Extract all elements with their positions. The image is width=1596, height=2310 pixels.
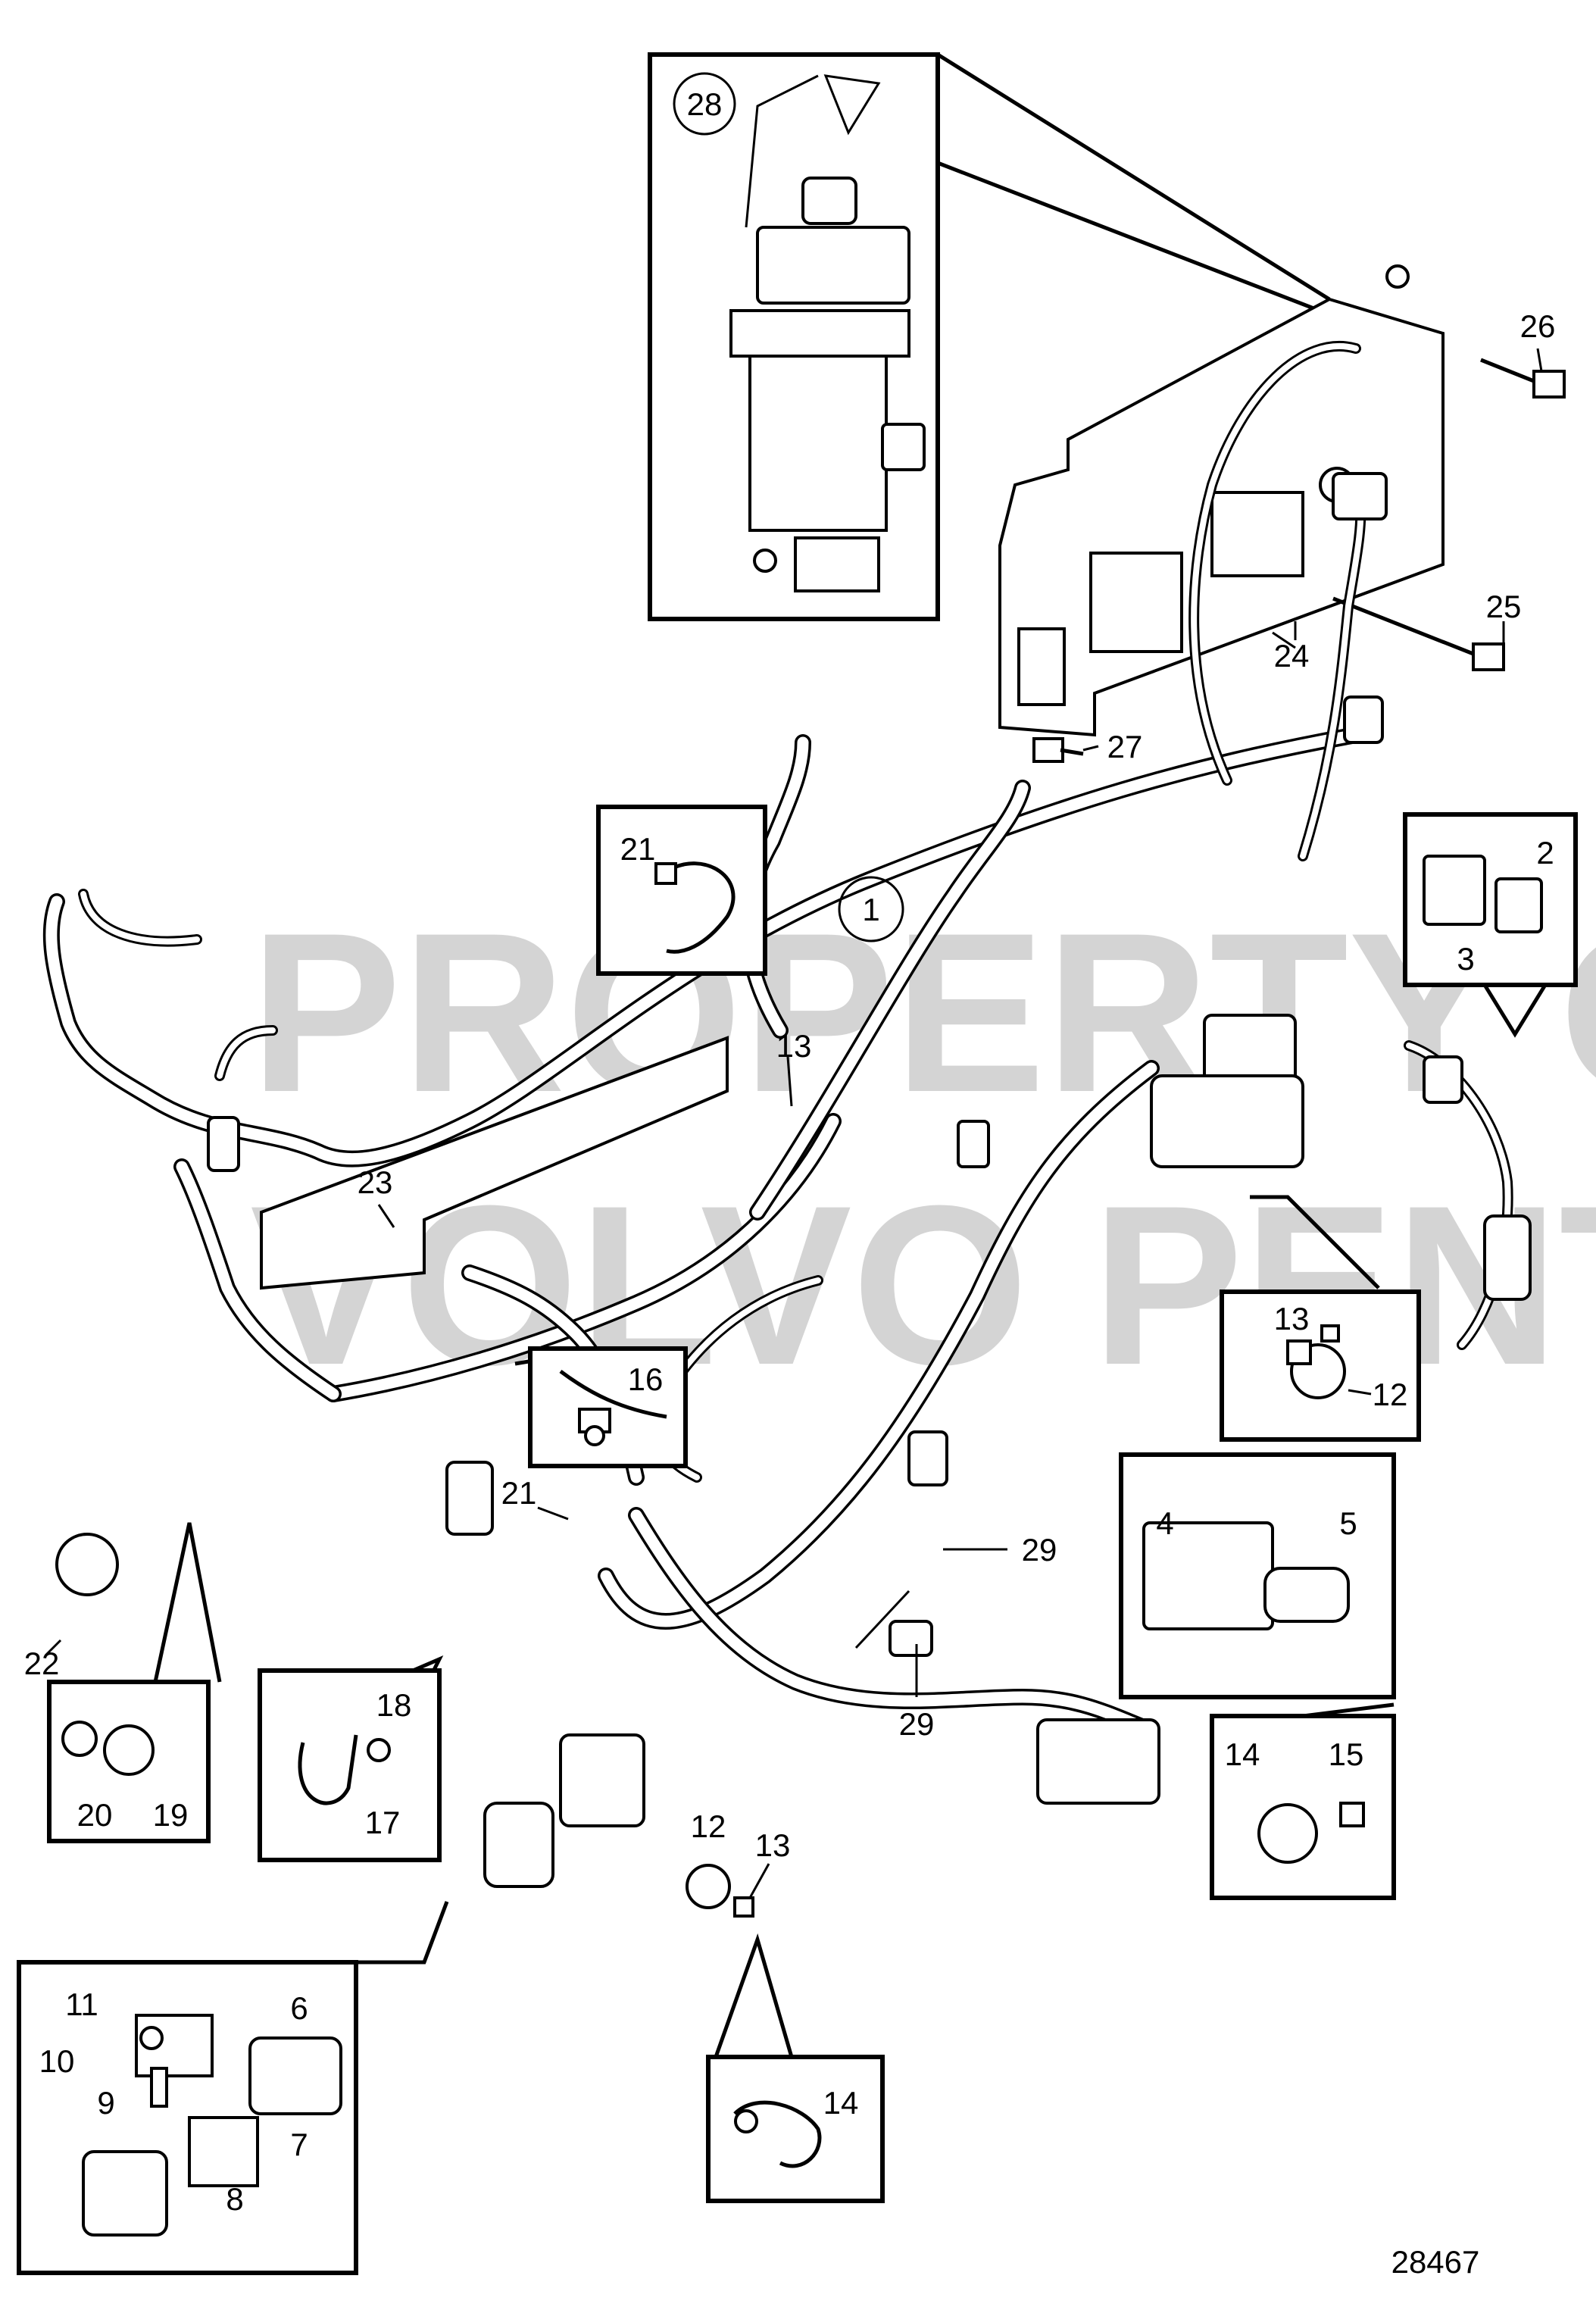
detail-box-item-14-bottom: 14	[706, 1933, 885, 2203]
callout-27: 27	[1107, 729, 1143, 764]
detail-box-item-16: 16	[514, 1346, 688, 1468]
callout-8: 8	[226, 2181, 243, 2217]
callout-12-lower: 12	[691, 1808, 726, 1844]
callout-29-lower: 29	[899, 1706, 935, 1742]
clip-connector	[445, 1461, 494, 1536]
callout-26: 26	[1520, 308, 1556, 344]
inline-connector	[1483, 1214, 1532, 1301]
callout-7: 7	[290, 2127, 308, 2162]
callout-4: 4	[1156, 1505, 1173, 1541]
plug-connector	[1423, 1055, 1463, 1104]
callout-21-top: 21	[620, 831, 656, 867]
callout-25: 25	[1486, 589, 1522, 624]
drawing-number: 28467	[1391, 2244, 1480, 2280]
detail-box-items-14-15: 14 15	[1210, 1702, 1396, 1900]
screw-25	[1332, 596, 1505, 671]
sensor-connector	[1343, 696, 1384, 744]
fuse-holder	[1150, 1074, 1304, 1168]
callout-5: 5	[1339, 1505, 1357, 1541]
detail-box-item-21-top: 21	[596, 805, 767, 976]
callout-24: 24	[1274, 638, 1310, 674]
callout-10: 10	[39, 2043, 75, 2079]
cable-tie-22	[55, 1533, 119, 1596]
callout-28: 28	[687, 86, 723, 122]
callout-29-upper: 29	[1022, 1532, 1057, 1568]
detail-box-items-12-13: 13 12	[1220, 1195, 1421, 1442]
callout-circle-1	[838, 876, 904, 942]
screw-26	[1480, 358, 1566, 399]
callout-18: 18	[376, 1687, 412, 1723]
junction-block	[559, 1733, 645, 1827]
main-wiring-harness	[42, 340, 1513, 1736]
sleeve-29-upper	[907, 1430, 948, 1486]
connector-block	[1203, 1014, 1297, 1085]
callout-22: 22	[24, 1646, 60, 1681]
callout-13-top: 13	[776, 1028, 812, 1064]
detail-box-items-4-5: 4 5	[1119, 1452, 1396, 1699]
callout-12-right: 12	[1373, 1377, 1408, 1412]
callout-16: 16	[628, 1361, 664, 1397]
callout-2: 2	[1536, 835, 1554, 871]
watermark-line-1: PROPERTY OF	[250, 885, 1596, 1139]
callout-11: 11	[65, 1986, 98, 2022]
callout-circle-28	[673, 72, 736, 136]
sleeve-29-lower	[889, 1620, 933, 1657]
callout-23: 23	[358, 1164, 393, 1200]
callout-9: 9	[97, 2085, 114, 2121]
callout-19: 19	[153, 1797, 189, 1833]
harness-plug	[957, 1120, 990, 1168]
relay-connector	[1332, 472, 1388, 520]
callout-14-bottom: 14	[823, 2085, 859, 2121]
detail-box-items-19-20: 20 19	[47, 1522, 222, 1843]
detail-box-item-28: 28	[648, 52, 1331, 621]
relay-cover	[483, 1802, 554, 1888]
callout-13-lower: 13	[755, 1827, 791, 1863]
callout-3: 3	[1457, 941, 1474, 977]
callout-13-right: 13	[1274, 1301, 1310, 1336]
callout-20: 20	[77, 1797, 113, 1833]
callout-15: 15	[1329, 1736, 1364, 1772]
detail-box-items-6-11: 6 7 8 9 10 11	[17, 1901, 449, 2275]
detail-box-items-17-18: 18 17	[258, 1655, 444, 1862]
bracket-23	[260, 1036, 729, 1290]
callout-17: 17	[365, 1805, 401, 1840]
ground-plug	[207, 1116, 240, 1172]
main-connector	[1036, 1718, 1160, 1805]
detail-box-items-2-3: 2 3	[1403, 812, 1578, 1038]
callout-6: 6	[290, 1990, 308, 2026]
callout-1: 1	[862, 892, 879, 927]
callout-21-lower: 21	[501, 1475, 537, 1511]
heater-unit	[729, 74, 926, 592]
callout-14-right: 14	[1225, 1736, 1260, 1772]
screw-27	[1032, 737, 1084, 763]
harness-components	[55, 472, 1532, 1888]
